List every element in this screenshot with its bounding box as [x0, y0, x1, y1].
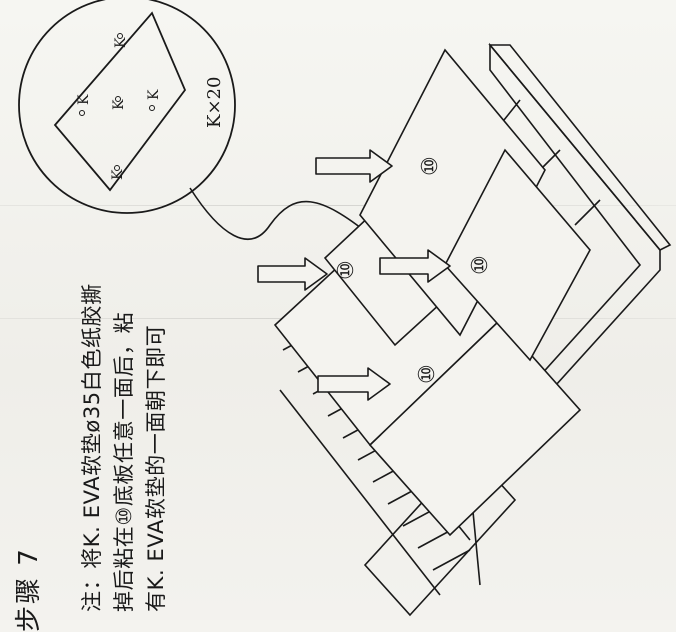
floor-panels	[273, 48, 591, 537]
floor-panel	[368, 318, 582, 537]
down-arrow	[379, 249, 451, 283]
panel-marker: ⑩	[418, 156, 443, 176]
pad-label: K	[76, 94, 92, 105]
paper-fold-line	[0, 205, 676, 206]
panel-marker: ⑩	[415, 364, 440, 384]
callout-leader-line	[189, 187, 371, 240]
down-arrow	[317, 367, 391, 401]
pad-dot	[117, 33, 123, 39]
panel-markers: ⑩ ⑩ ⑩ ⑩	[334, 156, 493, 384]
direction-arrows	[257, 149, 451, 401]
pad-label: K	[111, 99, 127, 110]
pad-label: K	[146, 89, 162, 100]
panel-corner-outline	[53, 11, 187, 192]
detail-callout: K K K K K K×20	[18, 0, 371, 240]
down-arrow	[257, 257, 328, 291]
pad-label: K	[110, 169, 126, 180]
floor-panel	[444, 148, 591, 362]
frame-divider	[574, 199, 601, 226]
frame-head-rail	[488, 44, 672, 251]
detail-circle	[18, 0, 236, 214]
pad-dot	[149, 105, 155, 111]
down-arrow	[315, 149, 393, 183]
pad-dot	[115, 96, 121, 102]
slat-rail	[279, 389, 441, 596]
panel-marker: ⑩	[468, 255, 493, 275]
panel-marker: ⑩	[334, 260, 359, 280]
pad-dot	[114, 165, 120, 171]
pad-count-label: K×20	[204, 77, 225, 128]
pad-label: K	[113, 37, 129, 48]
pad-dot	[79, 110, 85, 116]
